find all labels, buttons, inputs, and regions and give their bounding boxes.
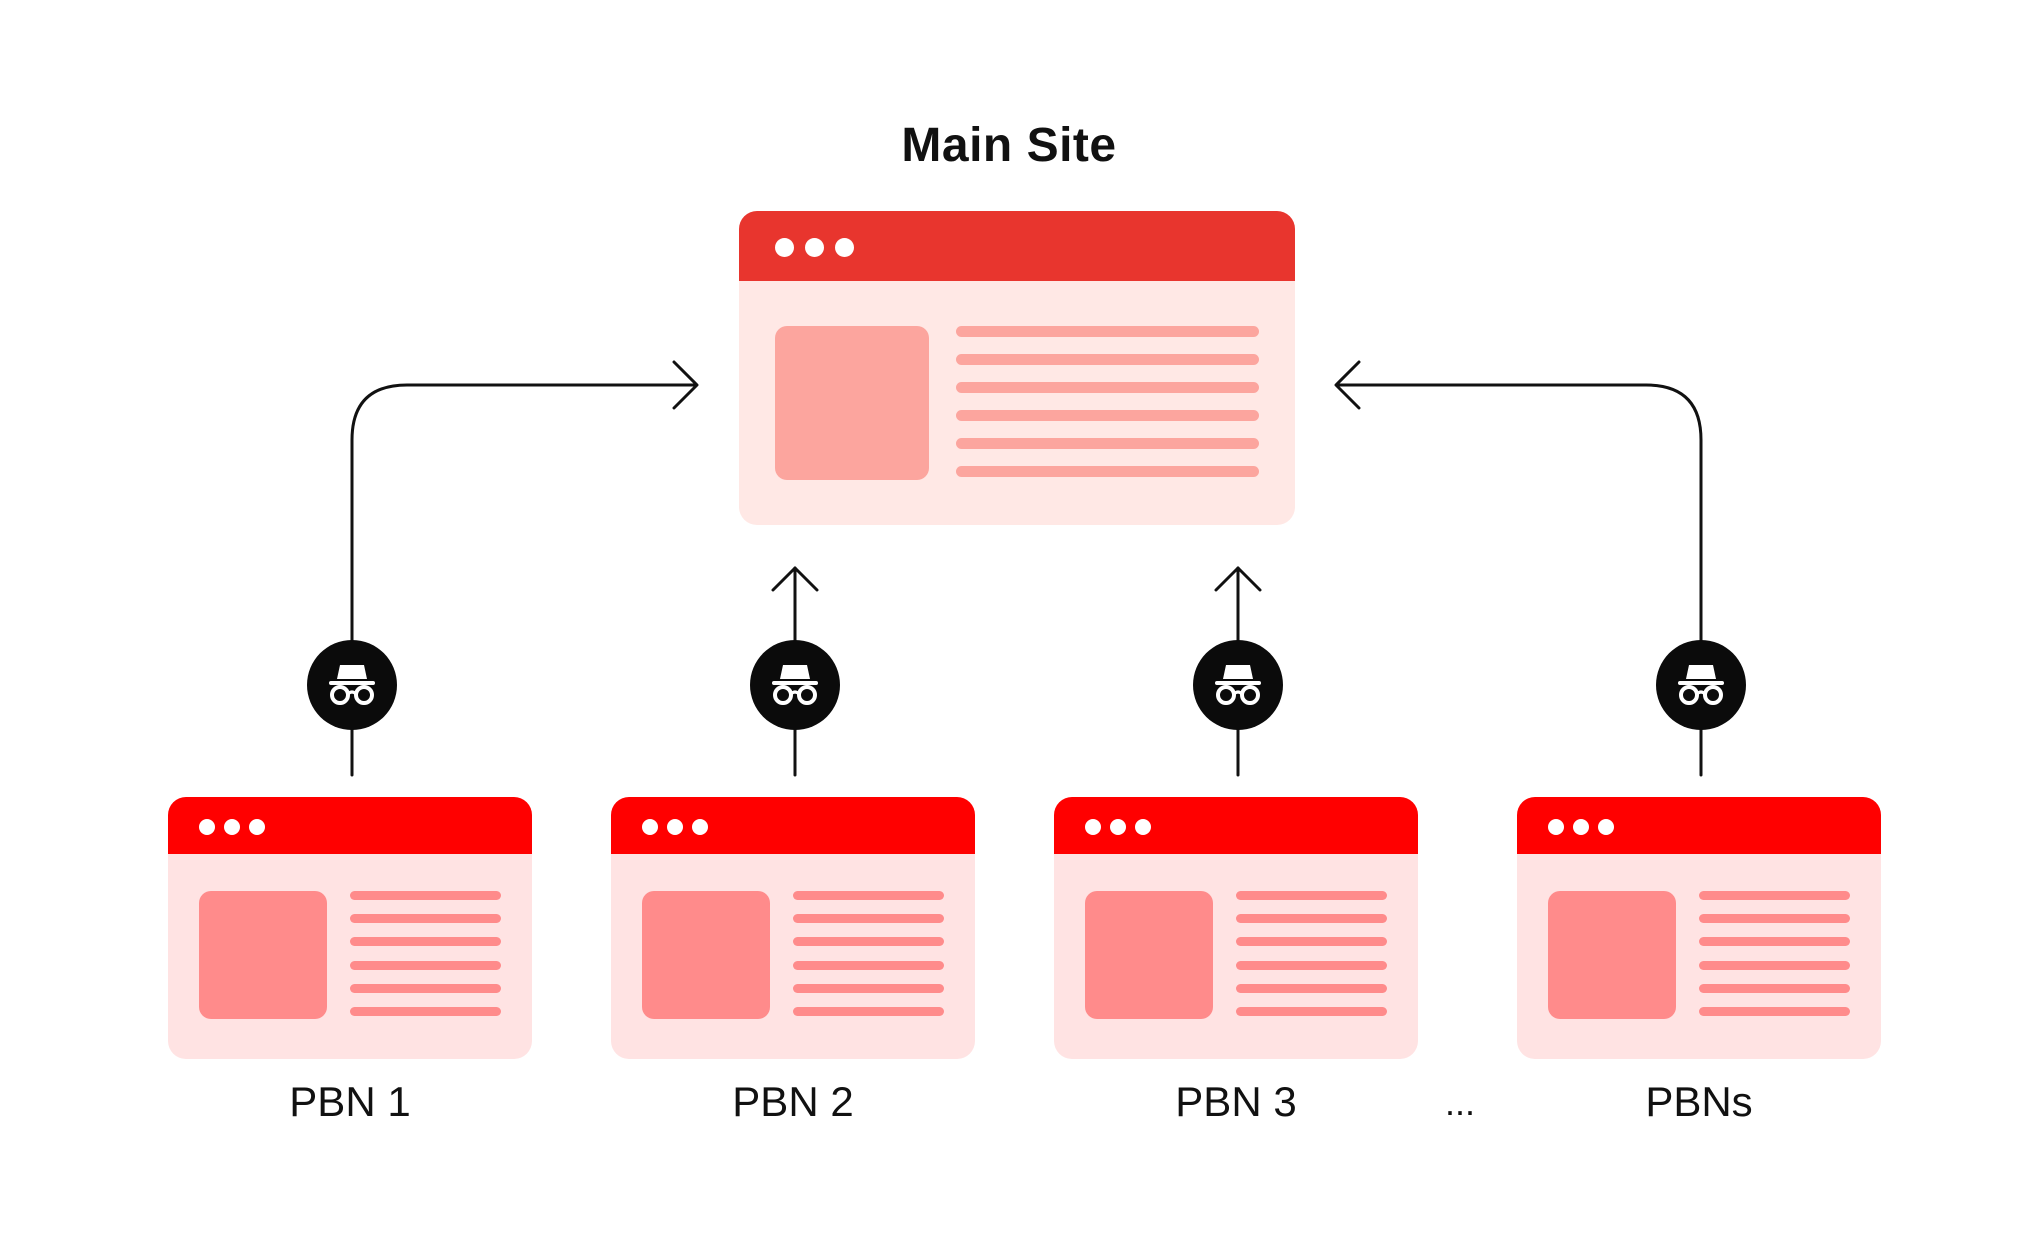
- text-line: [956, 326, 1259, 337]
- text-line: [1236, 1007, 1387, 1016]
- pbn-label-n: PBNs: [1645, 1078, 1753, 1125]
- incognito-badge-pbns: [1656, 640, 1746, 730]
- window-dot: [775, 238, 794, 257]
- arrow-pbns-to-main: [1336, 383, 1703, 777]
- text-line: [793, 914, 944, 923]
- window-dot: [1085, 819, 1101, 835]
- window-dot: [1548, 819, 1564, 835]
- window-dot: [692, 819, 708, 835]
- incognito-spy-icon: [1678, 665, 1724, 705]
- incognito-spy-icon: [329, 665, 375, 705]
- text-line: [350, 914, 501, 923]
- more-pbns-ellipsis: ...: [1445, 1082, 1476, 1123]
- incognito-badge-pbn2: [750, 640, 840, 730]
- text-line: [350, 961, 501, 970]
- text-line: [350, 984, 501, 993]
- window-dot: [805, 238, 824, 257]
- window-dot: [249, 819, 265, 835]
- pbn-label-1: PBN 1: [289, 1078, 411, 1125]
- main-site-window: [739, 211, 1295, 525]
- pbn-window-3: [1054, 797, 1418, 1059]
- window-dot: [642, 819, 658, 835]
- text-line: [350, 937, 501, 946]
- image-placeholder: [775, 326, 929, 480]
- window-title-bar: [611, 797, 975, 854]
- text-line: [956, 438, 1259, 449]
- window-dot: [1598, 819, 1614, 835]
- text-line: [793, 891, 944, 900]
- text-line: [956, 354, 1259, 365]
- window-dot: [1573, 819, 1589, 835]
- window-title-bar: [1054, 797, 1418, 854]
- arrowhead-pbns: [1334, 360, 1361, 410]
- arrowhead-pbn2: [771, 566, 819, 592]
- text-line: [793, 961, 944, 970]
- incognito-spy-icon: [1215, 665, 1261, 705]
- text-line: [793, 1007, 944, 1016]
- window-title-bar: [739, 211, 1295, 281]
- text-line: [350, 891, 501, 900]
- text-line: [1699, 984, 1850, 993]
- text-line: [350, 1007, 501, 1016]
- text-line: [956, 410, 1259, 421]
- window-dot: [835, 238, 854, 257]
- window-dot: [199, 819, 215, 835]
- text-line: [1236, 984, 1387, 993]
- image-placeholder: [199, 891, 327, 1019]
- text-line: [793, 937, 944, 946]
- arrow-pbn1-to-main: [350, 383, 697, 777]
- text-line: [1236, 961, 1387, 970]
- incognito-badge-pbn3: [1193, 640, 1283, 730]
- window-dot: [667, 819, 683, 835]
- arrowhead-pbn1: [672, 360, 699, 410]
- window-dot: [1135, 819, 1151, 835]
- image-placeholder: [1548, 891, 1676, 1019]
- window-title-bar: [1517, 797, 1881, 854]
- text-line: [1236, 914, 1387, 923]
- text-line: [1699, 914, 1850, 923]
- incognito-spy-icon: [772, 665, 818, 705]
- image-placeholder: [642, 891, 770, 1019]
- window-dot: [224, 819, 240, 835]
- window-dot: [1110, 819, 1126, 835]
- text-line: [1236, 937, 1387, 946]
- pbn-window-n: [1517, 797, 1881, 1059]
- window-title-bar: [168, 797, 532, 854]
- text-line: [1699, 937, 1850, 946]
- pbn-window-1: [168, 797, 532, 1059]
- text-line: [1699, 891, 1850, 900]
- text-line: [956, 466, 1259, 477]
- text-line: [1699, 961, 1850, 970]
- text-line: [1236, 891, 1387, 900]
- text-line: [793, 984, 944, 993]
- text-line: [956, 382, 1259, 393]
- text-line: [1699, 1007, 1850, 1016]
- incognito-badge-pbn1: [307, 640, 397, 730]
- arrowhead-pbn3: [1214, 566, 1262, 592]
- main-site-title: Main Site: [901, 119, 1117, 172]
- image-placeholder: [1085, 891, 1213, 1019]
- pbn-label-2: PBN 2: [732, 1078, 854, 1125]
- pbn-label-3: PBN 3: [1175, 1078, 1297, 1125]
- pbn-window-2: [611, 797, 975, 1059]
